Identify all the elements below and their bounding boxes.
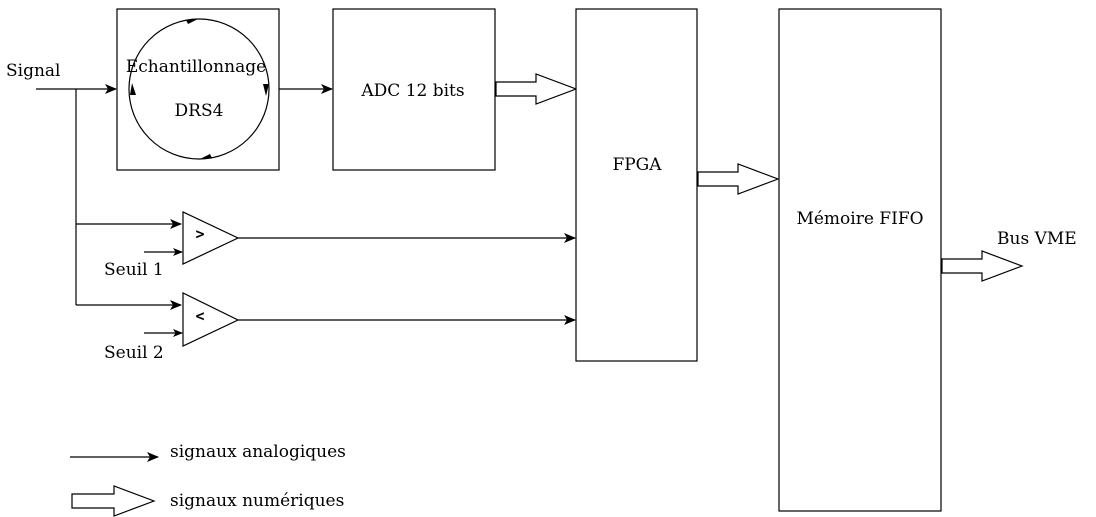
adc-block bbox=[332, 8, 496, 171]
legend-digital-label: signaux numériques bbox=[170, 491, 344, 511]
ring-arrow-left bbox=[130, 83, 136, 95]
bus-vme-label: Bus VME bbox=[997, 229, 1077, 249]
fpga-block bbox=[575, 8, 698, 362]
ring-arrow-right bbox=[263, 84, 269, 96]
comparator-1 bbox=[182, 211, 240, 265]
sampling-label: Echantillonnage bbox=[126, 57, 266, 77]
comparator-2-symbol: < bbox=[195, 307, 204, 325]
fifo-label: Mémoire FIFO bbox=[796, 209, 923, 229]
drs4-label: DRS4 bbox=[175, 101, 224, 121]
fifo-to-vme-bus bbox=[941, 250, 1024, 282]
ring-arrow-bottom bbox=[200, 154, 212, 159]
fpga-label: FPGA bbox=[612, 155, 662, 175]
fifo-block bbox=[778, 8, 942, 512]
comparator-1-symbol: > bbox=[195, 225, 204, 243]
fpga-to-fifo-bus bbox=[697, 163, 780, 195]
sampling-ring bbox=[128, 18, 270, 160]
comparator-2 bbox=[182, 292, 240, 347]
seuil2-label: Seuil 2 bbox=[104, 343, 164, 363]
adc-to-fpga-bus bbox=[495, 73, 578, 105]
legend-analog-label: signaux analogiques bbox=[170, 442, 346, 462]
ring-arrow-top bbox=[186, 19, 198, 24]
legend-digital-arrow bbox=[71, 485, 156, 517]
seuil1-label: Seuil 1 bbox=[104, 260, 164, 280]
drs4-block bbox=[116, 8, 280, 171]
adc-label: ADC 12 bits bbox=[360, 81, 464, 101]
signal-label: Signal bbox=[6, 61, 61, 81]
